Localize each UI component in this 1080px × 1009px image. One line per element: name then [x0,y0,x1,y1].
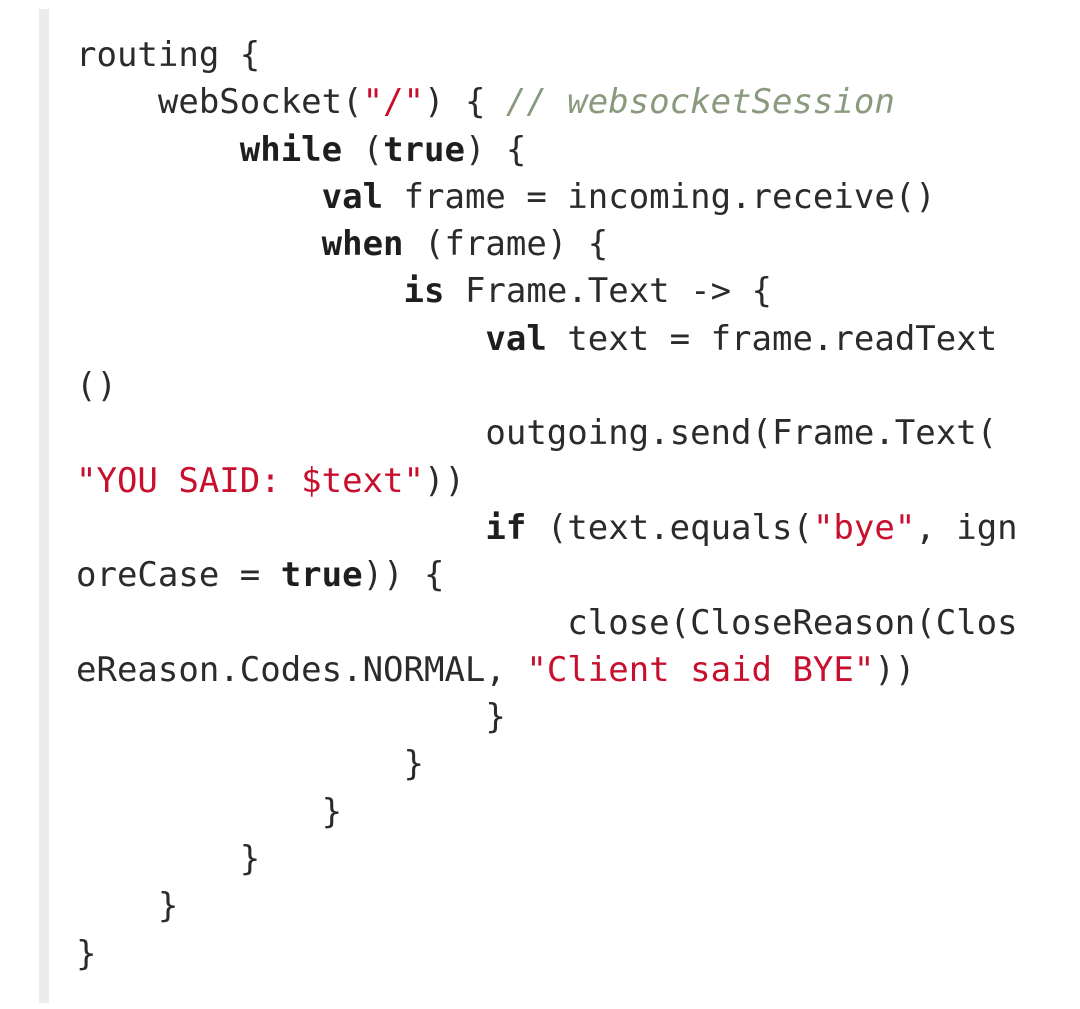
code-line: val text = frame.readText [76,316,1018,363]
code-line: } [76,883,1018,930]
code-line: } [76,741,1018,788]
code-text: (frame) { [403,224,609,265]
code-line: "YOU SAID: $text")) [76,458,1018,505]
code-text [76,271,404,311]
code-line: oreCase = true)) { [76,552,1018,599]
code-line: is Frame.Text -> { [76,268,1018,315]
code-line: eReason.Codes.NORMAL, "Client said BYE")… [76,647,1018,694]
code-text [76,319,485,359]
code-text: } [76,886,179,927]
code-block-gutter [39,9,49,1003]
code-text: )) [874,649,916,690]
code-keyword: true [383,129,465,170]
code-line: routing { [76,32,1018,79]
code-string: "YOU SAID: $text" [76,460,424,501]
code-text: routing { [76,35,261,75]
code-line: } [76,836,1018,883]
code-keyword: when [321,224,404,265]
code-text: ( [342,129,384,170]
code-line: when (frame) { [76,221,1018,268]
code-text [76,130,240,170]
code-text: (text.equals( [526,507,813,548]
code-text: oreCase = [76,555,281,596]
code-line: webSocket("/") { // websocketSession [76,79,1018,126]
code-line: while (true) { [76,127,1018,174]
code-text: , ign [915,507,1018,548]
code-keyword: is [403,271,445,312]
code-text [76,508,485,548]
code-text: outgoing.send(Frame.Text( [76,413,998,454]
code-keyword: true [280,555,363,596]
code-line: } [76,931,1018,978]
code-text: eReason.Codes.NORMAL, [76,649,527,690]
code-text: } [76,791,343,832]
code-text: } [76,697,506,738]
code-line: if (text.equals("bye", ign [76,505,1018,552]
code-line: outgoing.send(Frame.Text( [76,410,1018,457]
code-text [76,224,322,264]
code-line: () [76,363,1018,410]
code-text: webSocket( [76,82,363,123]
code-line: val frame = incoming.receive() [76,174,1018,221]
code-string: "bye" [812,507,916,548]
code-text: ) { [464,129,527,170]
code-text: } [76,744,424,785]
code-line: close(CloseReason(Clos [76,600,1018,647]
code-text: )) { [362,555,445,596]
code-string: "Client said BYE" [526,649,875,690]
code-keyword: while [239,129,343,170]
code-text: ) { [424,82,506,123]
code-text: () [76,366,117,407]
code-text: } [76,839,261,880]
code-text [76,177,322,217]
code-text: frame = incoming.receive() [383,176,936,217]
code-keyword: val [485,318,547,359]
code-comment: // websocketSession [505,82,895,123]
code-text: } [76,933,97,974]
code-text: close(CloseReason(Clos [76,602,1018,643]
code-string: "/" [362,82,424,123]
code-text: Frame.Text -> { [444,271,772,312]
code-keyword: if [485,507,527,548]
code-keyword: val [321,176,384,217]
code-line: } [76,789,1018,836]
code-text: )) [424,460,465,501]
code-text: text = frame.readText [546,318,998,359]
code-content: routing { webSocket("/") { // websocketS… [76,32,1018,978]
code-line: } [76,694,1018,741]
